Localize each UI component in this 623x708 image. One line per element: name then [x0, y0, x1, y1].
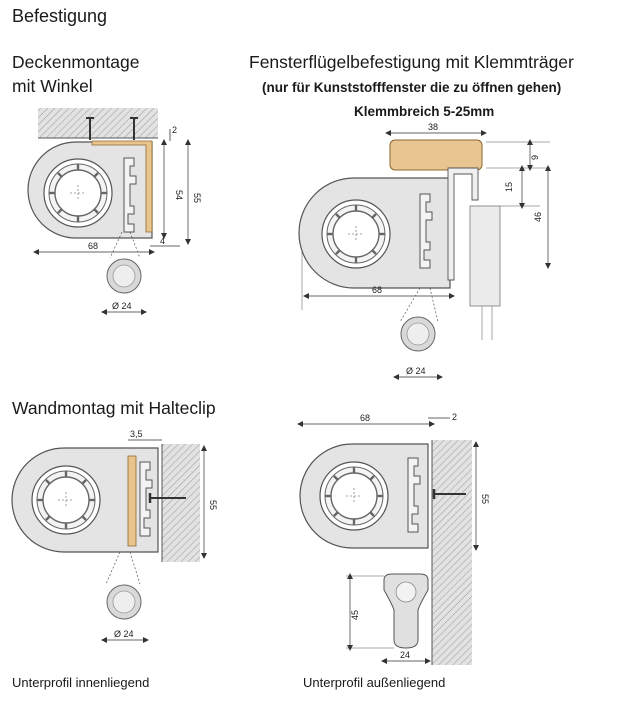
dim-2: 2	[172, 125, 177, 135]
wall-mount-inner-diagram: 3,5 55 Ø 24	[11, 429, 218, 643]
dim-d24: Ø 24	[114, 629, 134, 639]
ceiling-title-line2: mit Winkel	[12, 76, 93, 96]
window-frame	[469, 205, 501, 307]
dim-54: 54	[174, 190, 184, 200]
dim-68: 68	[88, 241, 98, 251]
clamp-range: Klemmbreich 5-25mm	[354, 104, 495, 119]
dim-55: 55	[480, 494, 490, 504]
dim-68: 68	[360, 413, 370, 423]
screw-icon	[432, 489, 466, 499]
dim-46: 46	[533, 212, 543, 222]
ceiling-title-line1: Deckenmontage	[12, 52, 140, 72]
dim-d24: Ø 24	[406, 366, 426, 376]
dim-4: 4	[160, 236, 165, 246]
roller-drum	[42, 157, 114, 229]
dim-55: 55	[208, 500, 218, 510]
bottom-profile	[383, 573, 429, 649]
dim-38: 38	[428, 122, 438, 132]
wall-title: Wandmontag mit Halteclip	[12, 398, 216, 418]
wall-surface	[432, 440, 472, 665]
weight-ball	[400, 316, 436, 352]
dim-2: 2	[452, 412, 457, 422]
ceiling-mount-diagram: 2 54 55 68 4 Ø 24	[27, 108, 202, 315]
wall-surface	[162, 444, 200, 562]
dim-3-5: 3,5	[130, 429, 143, 439]
dim-9: 9	[530, 155, 540, 160]
clamp-bracket	[447, 167, 479, 281]
clamp-title: Fensterflügelbefestigung mit Klemmträger	[249, 52, 574, 72]
roller-drum	[30, 464, 102, 536]
ceiling-surface	[38, 108, 158, 138]
holding-clip	[127, 455, 137, 547]
dim-15: 15	[504, 182, 514, 192]
screw-icon	[148, 493, 186, 503]
dim-55: 55	[192, 193, 202, 203]
page-title: Befestigung	[12, 6, 108, 26]
dim-45: 45	[350, 610, 360, 620]
caption-inner: Unterprofil innenliegend	[12, 675, 150, 690]
dim-68: 68	[372, 285, 382, 295]
caption-outer: Unterprofil außenliegend	[303, 675, 446, 690]
clamp-mount-diagram: 38 9 15 46 68 Ø 24	[298, 122, 551, 380]
clamp-note: (nur für Kunststofffenster die zu öffnen…	[262, 80, 562, 95]
dim-24: 24	[400, 650, 410, 660]
roller-drum	[320, 198, 392, 270]
window-sash	[389, 139, 483, 171]
weight-ball	[106, 584, 142, 620]
dim-d24: Ø 24	[112, 301, 132, 311]
wall-mount-outer-diagram: 68 2 55 45 24	[297, 412, 490, 665]
screw-icon	[86, 117, 138, 140]
angle-bracket	[91, 140, 153, 233]
roller-drum	[318, 460, 390, 532]
weight-ball	[106, 258, 142, 294]
